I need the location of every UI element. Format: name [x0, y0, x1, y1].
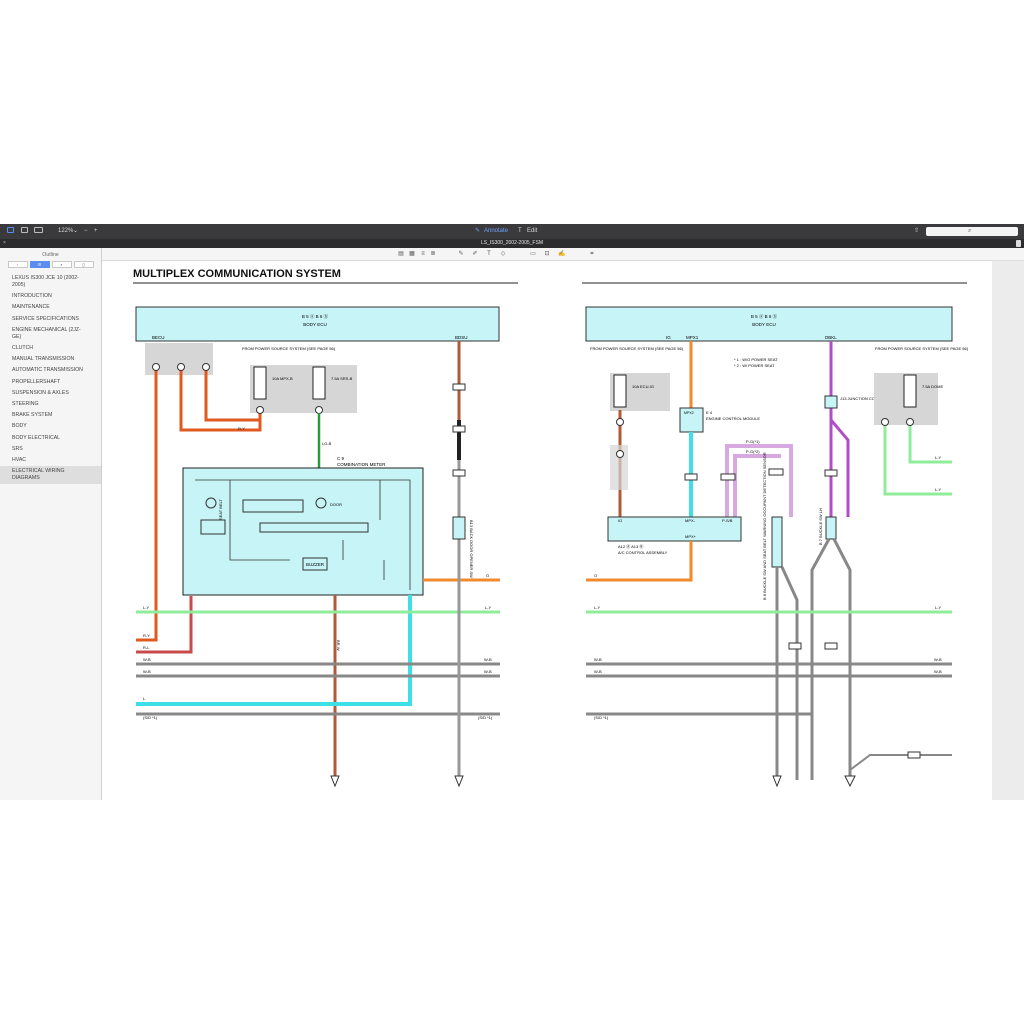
- page-scroll-area[interactable]: [992, 261, 1024, 800]
- outline-item[interactable]: HVAC: [12, 456, 27, 463]
- annotation-view-icon[interactable]: ▯: [73, 261, 94, 268]
- outline-item[interactable]: SERVICE SPECIFICATIONS: [12, 315, 79, 322]
- bookmark-view-icon[interactable]: ▪: [51, 261, 72, 268]
- annotate-icon: ✎: [475, 228, 481, 234]
- text-select-icon[interactable]: ▤: [398, 251, 404, 257]
- outline-item[interactable]: SUSPENSION & AXLES: [12, 389, 69, 396]
- strikethrough-icon[interactable]: ≣: [430, 251, 436, 257]
- highlighter-icon[interactable]: ✐: [472, 251, 478, 257]
- outline-item[interactable]: PROPELLERSHAFT: [12, 378, 61, 385]
- crop-icon[interactable]: ⌗: [590, 251, 594, 257]
- outline-item[interactable]: MANUAL TRANSMISSION: [12, 356, 75, 363]
- page-view-icon[interactable]: [34, 227, 43, 236]
- search-icon: ⌕: [968, 228, 972, 234]
- zoom-in-button[interactable]: +: [94, 228, 98, 234]
- outline-item[interactable]: SRS: [12, 445, 23, 452]
- stamp-icon[interactable]: ⊡: [544, 251, 550, 257]
- zoom-level[interactable]: 122%: [58, 228, 74, 234]
- zoom-out-button[interactable]: −: [84, 228, 88, 234]
- outline-item[interactable]: AUTOMATIC TRANSMISSION: [12, 367, 83, 374]
- annotate-tab[interactable]: Annotate: [484, 228, 509, 234]
- shape-tool-icon[interactable]: ◇: [500, 251, 506, 257]
- thumbnail-view-icon[interactable]: ▫: [7, 261, 28, 268]
- search-input[interactable]: [926, 227, 1018, 236]
- text-tool-icon[interactable]: T: [487, 251, 491, 257]
- sidebar-view-tabs: ▫ ☰ ▪ ▯: [0, 261, 101, 268]
- outline-item[interactable]: BODY ELECTRICAL: [12, 434, 61, 441]
- outline-item[interactable]: CLUTCH: [12, 345, 34, 352]
- zoom-dropdown-icon[interactable]: ⌄: [73, 228, 79, 234]
- outline-view-icon[interactable]: ☰: [29, 261, 50, 268]
- grid-view-icon[interactable]: [21, 227, 28, 236]
- outline-list: LEXUS IS300 JCE 10 (2002-2005) INTRODUCT…: [0, 273, 101, 485]
- tab-overflow-icon[interactable]: [1016, 240, 1021, 247]
- document-filename: LS_IS300_2002-2005_FSM: [481, 240, 543, 246]
- outline-item[interactable]: BRAKE SYSTEM: [12, 412, 53, 419]
- signature-icon[interactable]: ✍: [558, 251, 566, 257]
- outline-item[interactable]: STEERING: [12, 400, 39, 407]
- outline-item[interactable]: ENGINE MECHANICAL (2JZ-GE): [12, 326, 81, 340]
- share-icon[interactable]: ⇧: [914, 228, 920, 234]
- top-toolbar: 122% ⌄ − + ✎ Annotate T Edit ⇧ ⌕: [0, 224, 1024, 239]
- note-icon[interactable]: ▭: [530, 251, 536, 257]
- outline-sidebar: Outline ▫ ☰ ▪ ▯ LEXUS IS300 JCE 10 (2002…: [0, 248, 102, 800]
- pdf-page: [102, 261, 992, 800]
- outline-item[interactable]: BODY: [12, 423, 27, 430]
- outline-item[interactable]: MAINTENANCE: [12, 304, 50, 311]
- area-select-icon[interactable]: ▦: [409, 251, 415, 257]
- page-title: MULTIPLEX COMMUNICATION SYSTEM: [133, 268, 341, 280]
- annotation-toolbar: ▤ ▦ ≡ ≣ ✎ ✐ T ◇ ▭ ⊡ ✍ ⌗: [102, 248, 1024, 261]
- outline-item[interactable]: INTRODUCTION: [12, 293, 52, 300]
- edit-icon: T: [518, 228, 522, 234]
- sidebar-toggle-icon[interactable]: [7, 227, 14, 236]
- outline-title: Outline: [42, 252, 59, 258]
- edit-tab[interactable]: Edit: [527, 228, 538, 234]
- close-tab-icon[interactable]: ×: [3, 240, 6, 246]
- outline-item[interactable]: LEXUS IS300 JCE 10 (2002-2005): [12, 275, 79, 289]
- pen-icon[interactable]: ✎: [458, 251, 464, 257]
- highlight-icon[interactable]: ≡: [421, 251, 425, 257]
- outline-item-selected[interactable]: ELECTRICAL WIRING DIAGRAMS: [0, 466, 101, 485]
- document-tab-bar: × LS_IS300_2002-2005_FSM: [0, 239, 1024, 248]
- pdf-viewer-app: 122% ⌄ − + ✎ Annotate T Edit ⇧ ⌕ × LS_IS…: [0, 224, 1024, 800]
